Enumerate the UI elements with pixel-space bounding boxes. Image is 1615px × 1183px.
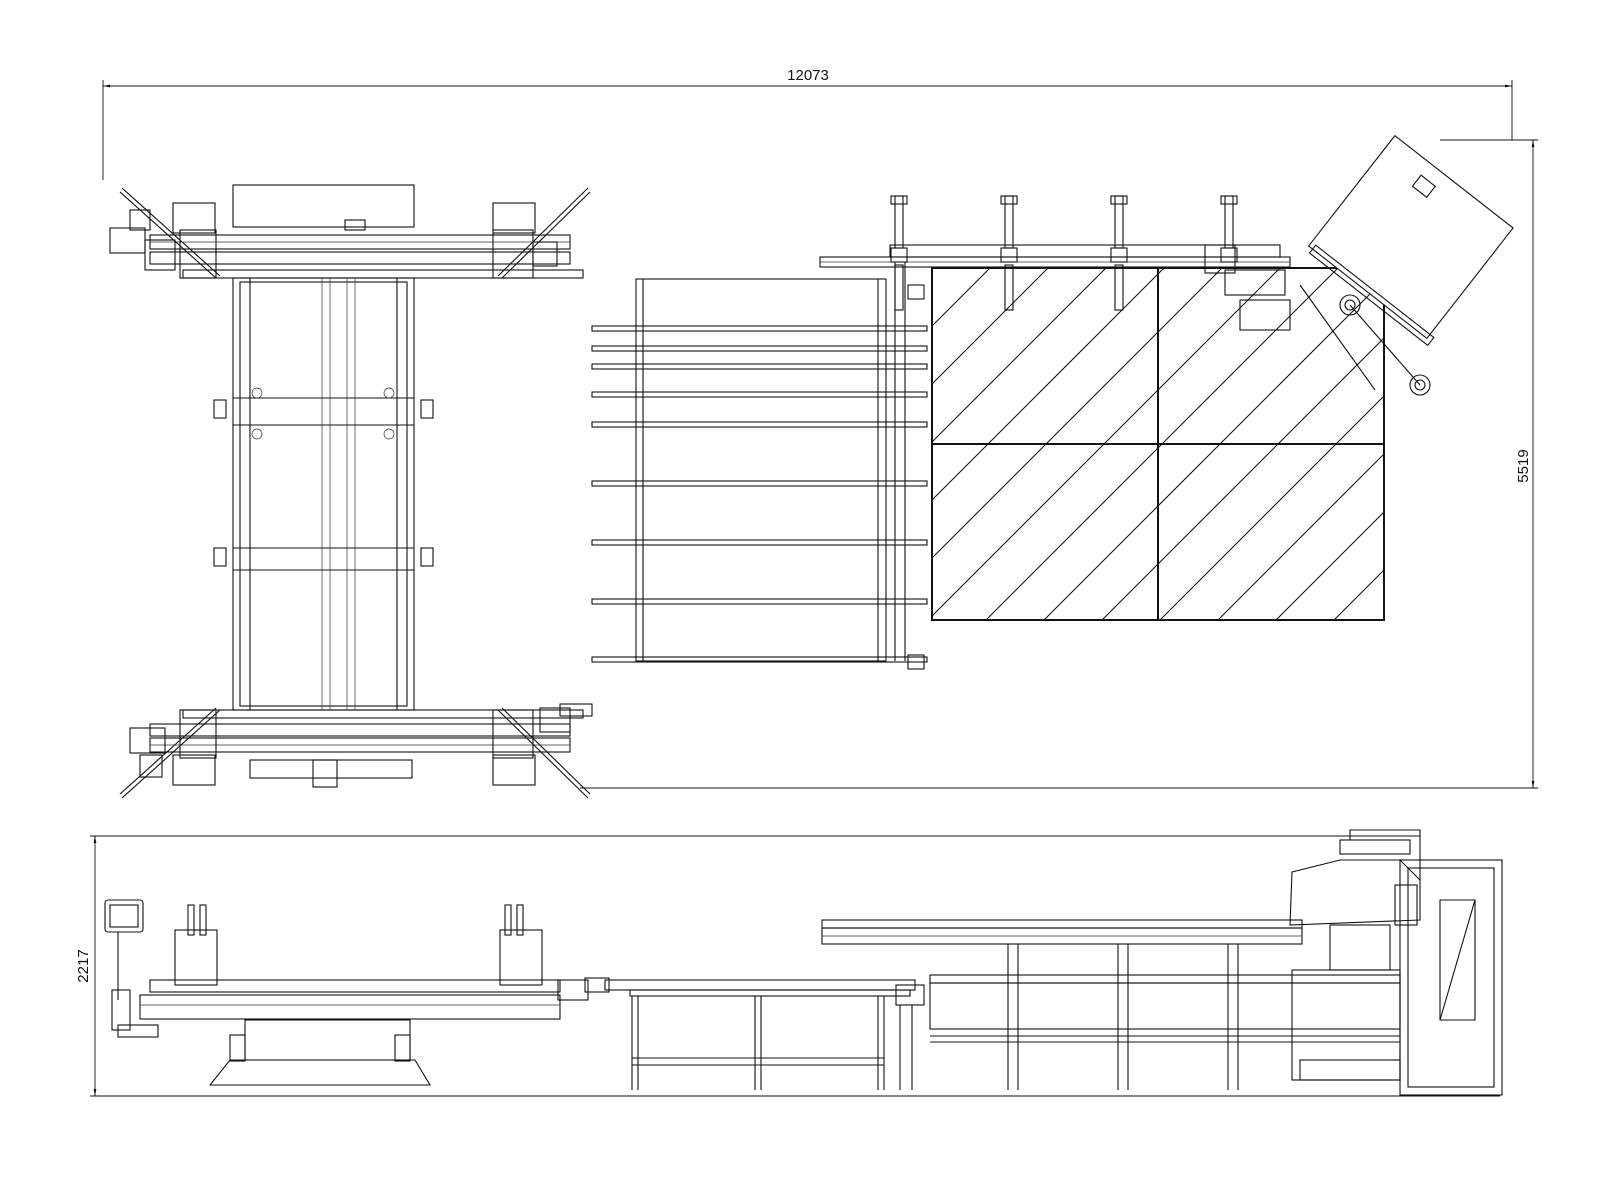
elevation-roller-table <box>604 979 916 1090</box>
hatch-line <box>932 268 1107 443</box>
bracket-1 <box>890 195 908 311</box>
hatch-line <box>1217 453 1384 620</box>
plan-hatched-table <box>931 267 1615 621</box>
plan-saw-unit <box>1204 134 1514 396</box>
bracket-4 <box>1220 195 1238 263</box>
hatch-line <box>932 268 1281 617</box>
bracket-3 <box>1110 195 1128 311</box>
hatch-line <box>1566 268 1615 620</box>
dimension-label-length: 12073 <box>787 67 829 84</box>
plan-roller-conveyor <box>591 262 928 670</box>
plan-left-frame <box>149 184 584 788</box>
elevation-left-machine <box>104 899 610 1086</box>
elevation-feed-table <box>821 919 1401 1090</box>
hatch-line <box>985 268 1339 620</box>
dimension-label-width: 5519 <box>1515 449 1532 482</box>
elevation-saw-cabinet <box>1289 829 1503 1096</box>
plan-corner-head-top-left <box>109 187 221 279</box>
table-hatch-lines <box>932 268 1615 620</box>
plan-corner-head-top-right <box>492 187 591 279</box>
hatch-line <box>932 268 1049 385</box>
hatch-line <box>1508 268 1615 620</box>
hatch-line <box>932 268 1165 501</box>
dimension-elevation-height: 2217 <box>75 835 1500 1097</box>
hatch-line <box>932 268 1223 559</box>
dimension-plan-width: 5519 <box>580 139 1538 789</box>
plan-feed-bar <box>819 195 1291 311</box>
hatch-line <box>1101 337 1384 620</box>
conveyor-rollers <box>591 325 928 663</box>
dimension-label-height: 2217 <box>75 949 92 982</box>
bracket-2 <box>1000 195 1018 311</box>
hatch-line <box>1159 395 1384 620</box>
plan-corner-head-bottom-left <box>119 707 221 799</box>
hatch-line <box>932 268 933 269</box>
dimension-overall-length: 12073 <box>102 67 1513 180</box>
plan-corner-head-bottom-right <box>492 703 593 799</box>
hatch-line <box>1275 511 1384 620</box>
hatch-line <box>1450 268 1615 620</box>
hatch-line <box>1043 279 1384 620</box>
